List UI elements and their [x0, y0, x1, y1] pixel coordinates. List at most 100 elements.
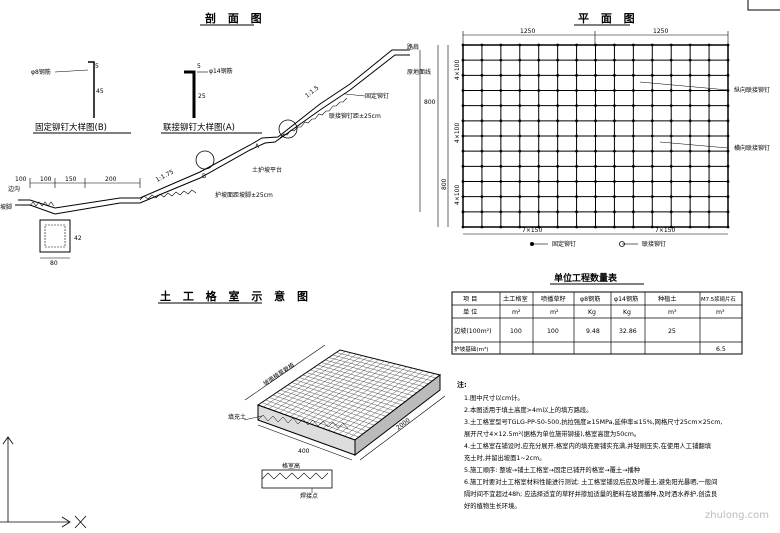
cell-detail — [261, 469, 333, 489]
plan-rivet — [669, 225, 673, 229]
plan-rivet — [461, 225, 465, 229]
plan-rivet — [688, 195, 692, 199]
plan-side-dim: 800 — [441, 178, 448, 190]
section-label-berm-note: 护坡面距坡脚±25cm — [215, 191, 273, 199]
plan-rivet — [669, 58, 673, 62]
plan-rivet — [613, 149, 616, 153]
section-circle-b-label: B — [202, 173, 206, 180]
plan-rivet — [707, 225, 711, 229]
section-dim-ditch-w: 80 — [50, 260, 58, 267]
plan-rivet — [631, 210, 635, 214]
plan-rivet — [556, 43, 560, 47]
plan-rivet — [461, 119, 465, 123]
plan-rivet — [650, 134, 654, 138]
plan-height-dim-2: 4×100 — [454, 123, 461, 143]
plan-rivet — [537, 225, 541, 229]
plan-rivet — [650, 119, 654, 123]
plan-rivet — [669, 89, 673, 92]
cell-line — [276, 392, 375, 426]
qt-u4: Kg — [623, 309, 631, 316]
plan-rivet — [669, 195, 673, 199]
qt-h4: φ14钢筋 — [614, 295, 638, 303]
plan-rivet — [461, 164, 465, 168]
note-6: 6.施工时要对土工格室材料性能进行测试; 土工格室铺设后应及时覆土,避免阳光暴晒… — [464, 477, 717, 486]
cell-label-w: 400 — [298, 448, 310, 455]
qt-h1: 土工格室 — [503, 295, 528, 303]
plan-rivet — [650, 43, 654, 47]
frame-corner — [747, 0, 780, 11]
plan-rivet — [575, 43, 578, 47]
plan-rivet — [480, 58, 484, 62]
plan-rivet — [669, 73, 673, 77]
plan-rivet — [613, 180, 616, 183]
note-5: 5.施工顺序: 整坡→铺土工格室→固定已铺开的格室→覆土→播种 — [464, 465, 640, 474]
plan-rivet — [518, 73, 522, 77]
plan-rivet — [556, 164, 560, 168]
plan-rivet — [575, 164, 578, 168]
plan-rivet — [537, 104, 541, 108]
plan-rivet — [669, 104, 673, 108]
plan-rivet — [537, 195, 541, 199]
notes: 注: 1.图中尺寸以cm计。 2.本图适用于填土高度>4m以上的填方路段。 3.… — [457, 380, 722, 510]
plan-rivet — [631, 164, 635, 168]
plan-rivet — [726, 180, 730, 183]
cell-line — [298, 377, 398, 408]
plan-rivet — [613, 225, 616, 229]
plan-rivet — [726, 149, 730, 153]
qt-u5: m³ — [668, 309, 677, 316]
plan-rivet — [707, 210, 711, 214]
plan-rivet — [594, 89, 597, 92]
qt-h3: φ8钢筋 — [580, 295, 600, 303]
cell-line — [287, 384, 386, 417]
plan-rivet — [707, 195, 711, 199]
plan-rivet — [631, 58, 635, 62]
plan-rivet — [688, 149, 692, 153]
plan-rivet — [726, 104, 730, 108]
plan-rivet — [688, 134, 692, 138]
plan-rivet — [688, 225, 692, 229]
detail-b: 5 45 φ8钢筋 固定铆钉大样图(B) — [31, 61, 131, 134]
plan-rivet — [537, 43, 541, 47]
cell-side-face — [354, 373, 441, 457]
section-label-ditch: 边沟 — [8, 185, 20, 193]
plan-rivet — [518, 119, 522, 123]
cell-line — [261, 402, 359, 438]
plan-rivet — [594, 195, 597, 199]
plan-rivet — [480, 210, 484, 214]
section-label-road-surface: 原地面线 — [407, 68, 431, 76]
plan-rivet — [575, 195, 578, 199]
plan-rivet — [518, 58, 522, 62]
plan-rivet — [556, 195, 560, 199]
plan-rivet — [518, 104, 522, 108]
plan-rivet — [613, 89, 616, 92]
note-6b: 隔时间不宜超过48h; 应选择适宜的草籽并掺加适量的肥料在坡面播种,及时洒水养护… — [464, 489, 717, 498]
plan-rivet — [499, 195, 503, 199]
plan-rivet — [650, 149, 654, 153]
plan-rivet — [499, 58, 503, 62]
plan-rivet — [631, 134, 635, 138]
cell-title: 土 工 格 室 示 意 图 — [160, 289, 312, 303]
cell-label-fill: 填充土 — [228, 413, 246, 421]
plan-rivet — [650, 73, 654, 77]
plan-rivet — [669, 149, 673, 153]
qt-r1c1: 100 — [510, 328, 522, 335]
plan-rivet — [461, 180, 465, 183]
section-dim-3: 150 — [65, 176, 77, 183]
section-title: 剖 面 图 — [205, 11, 266, 25]
plan-rivet — [726, 210, 730, 214]
plan-rivet — [726, 119, 730, 123]
plan-rivet — [650, 180, 654, 183]
section-circle-a-label: A — [255, 143, 260, 150]
plan-rivet — [613, 134, 616, 138]
detail-a-note: φ14钢筋 — [209, 67, 233, 75]
section-label-anchor: 固定铆钉 — [365, 92, 389, 100]
plan-rivet — [537, 134, 541, 138]
cell-line — [336, 352, 437, 379]
plan-rivet — [726, 164, 730, 168]
plan-rivet — [575, 119, 578, 123]
plan-rivet — [650, 104, 654, 108]
qt-h2: 喷播草籽 — [541, 295, 566, 303]
plan-sub-dim-left: 7×150 — [522, 227, 542, 234]
plan-rivet — [669, 119, 673, 123]
plan-rivet — [518, 225, 522, 229]
